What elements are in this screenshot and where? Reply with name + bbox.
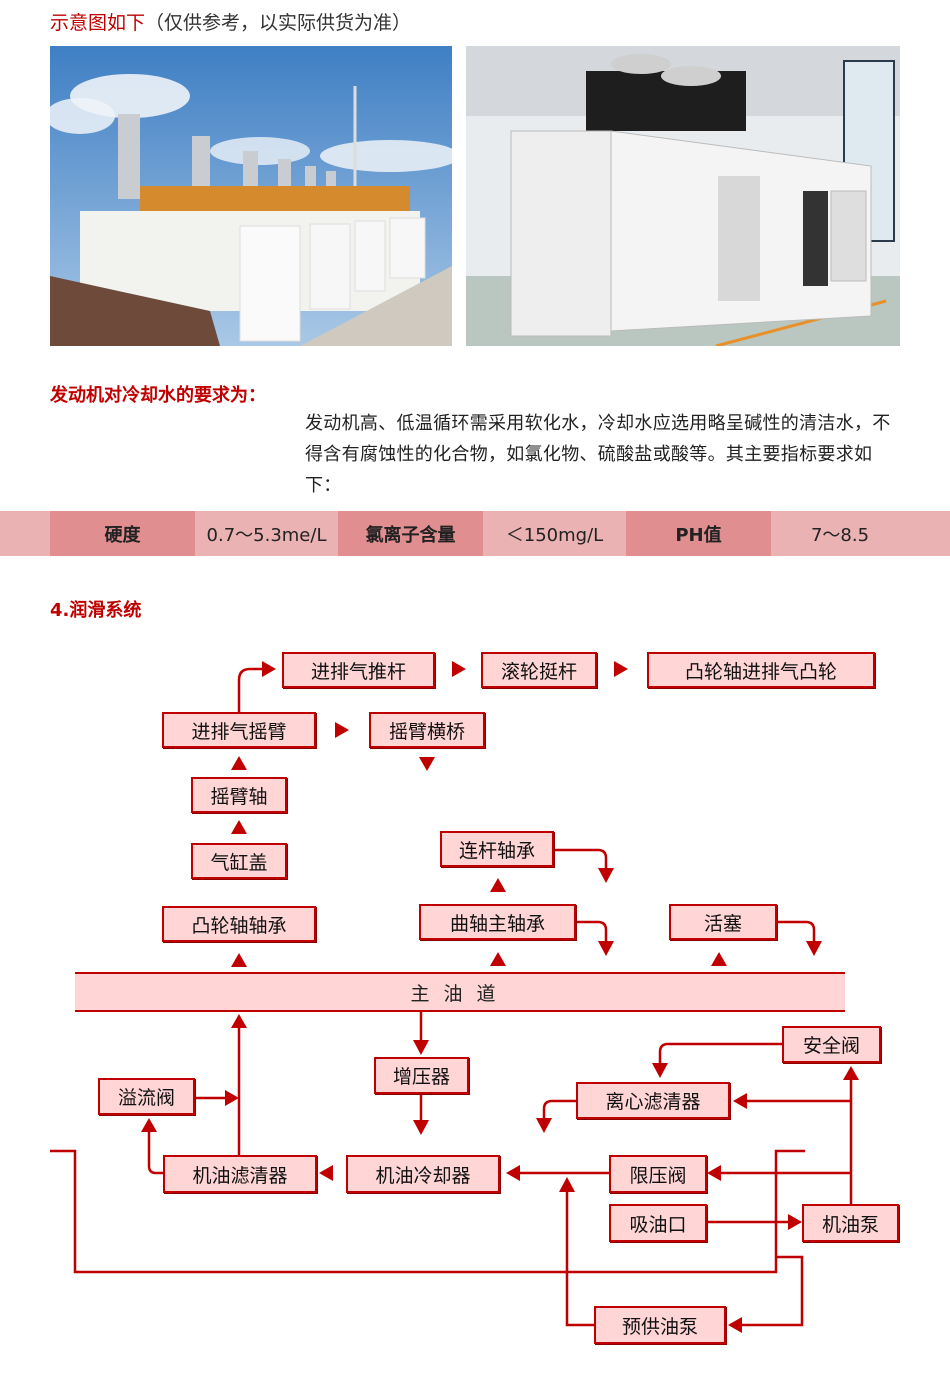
- node-oil-intake: 吸油口: [609, 1204, 707, 1242]
- spec-label-chloride: 氯离子含量: [338, 511, 483, 556]
- node-rocker-shaft: 摇臂轴: [191, 777, 287, 813]
- node-centrifugal-filter: 离心滤清器: [576, 1082, 730, 1119]
- node-overflow-valve: 溢流阀: [98, 1078, 195, 1115]
- node-piston: 活塞: [669, 904, 777, 940]
- node-rocker-bridge: 摇臂横桥: [369, 712, 485, 748]
- lubrication-section-title: 4.润滑系统: [50, 600, 142, 621]
- cooling-water-description: 发动机高、低温循环需采用软化水，冷却水应选用略呈碱性的清洁水，不得含有腐蚀性的化…: [305, 413, 891, 496]
- node-turbocharger: 增压器: [374, 1057, 469, 1094]
- caption-note: （仅供参考，以实际供货为准）: [145, 12, 412, 34]
- photo-outdoor-generators: [50, 46, 452, 346]
- node-roller-tappet: 滚轮挺杆: [481, 652, 597, 688]
- spec-value-chloride: ＜150mg/L: [483, 511, 626, 556]
- photo-container-genset: [466, 46, 900, 346]
- table-spacer: [0, 511, 50, 556]
- node-main-bearing: 曲轴主轴承: [419, 904, 576, 940]
- node-pressure-limit-valve: 限压阀: [609, 1155, 707, 1193]
- node-cylinder-head: 气缸盖: [191, 843, 287, 879]
- node-conrod-bearing: 连杆轴承: [440, 831, 554, 867]
- main-oil-gallery: 主油道: [75, 972, 845, 1012]
- node-camshaft-bearing: 凸轮轴轴承: [162, 906, 316, 942]
- node-prelube-pump: 预供油泵: [594, 1306, 726, 1344]
- water-spec-table: 硬度 0.7～5.3me/L 氯离子含量 ＜150mg/L PH值 7～8.5: [0, 511, 950, 556]
- node-camshaft-cam: 凸轮轴进排气凸轮: [647, 652, 875, 688]
- node-safety-valve: 安全阀: [782, 1026, 881, 1063]
- node-oil-filter: 机油滤清器: [163, 1155, 317, 1193]
- node-pushrod: 进排气推杆: [282, 652, 435, 688]
- caption-highlight: 示意图如下: [50, 12, 146, 34]
- image-caption: 示意图如下（仅供参考，以实际供货为准）: [50, 8, 411, 38]
- cooling-water-title: 发动机对冷却水的要求为：: [50, 385, 266, 406]
- node-oil-pump: 机油泵: [802, 1204, 899, 1242]
- spec-value-ph: 7～8.5: [771, 511, 909, 556]
- spec-label-ph: PH值: [626, 511, 771, 556]
- spec-value-hardness: 0.7～5.3me/L: [195, 511, 338, 556]
- node-oil-cooler: 机油冷却器: [346, 1155, 500, 1193]
- spec-label-hardness: 硬度: [50, 511, 195, 556]
- node-rocker-arm: 进排气摇臂: [162, 712, 316, 748]
